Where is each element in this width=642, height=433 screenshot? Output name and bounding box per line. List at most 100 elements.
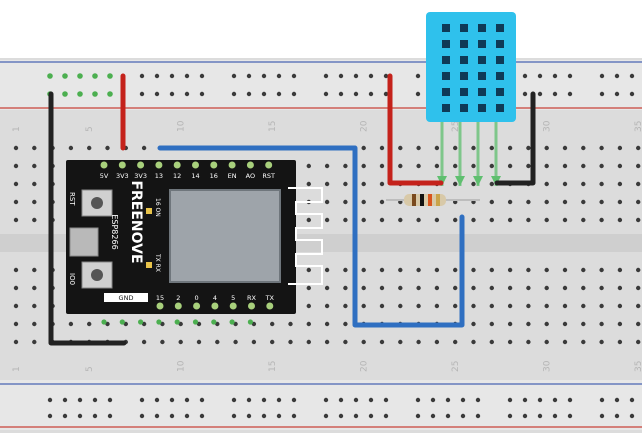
breadboard-hole (434, 163, 440, 169)
breadboard-hole (507, 163, 513, 169)
rst-button-cap[interactable] (91, 197, 103, 209)
module-row-hole (101, 319, 107, 325)
breadboard-hole (87, 145, 92, 151)
rail-hole (47, 397, 53, 403)
rail-hole (522, 413, 528, 419)
breadboard-hole (489, 267, 494, 273)
rail-hole (338, 413, 344, 419)
breadboard-hole (599, 321, 604, 327)
breadboard-hole (599, 303, 604, 309)
rail-hole (353, 397, 359, 403)
rail-hole (445, 397, 451, 403)
rail-hole (169, 91, 175, 97)
led-txrx-label: TX RX (154, 253, 161, 272)
column-number-top: 10 (177, 120, 187, 132)
breadboard-hole (105, 145, 110, 151)
breadboard-hole (434, 285, 440, 291)
breadboard-hole (471, 321, 476, 327)
usb-port (69, 227, 99, 257)
module-top-pin (118, 161, 126, 169)
breadboard-hole (160, 339, 165, 345)
rail-hole-active (107, 73, 113, 79)
breadboard-hole (562, 145, 568, 151)
power-rail-top (0, 60, 642, 110)
breadboard-hole (453, 163, 458, 169)
column-number-bottom: 25 (451, 361, 461, 372)
module-row-hole (138, 319, 144, 325)
breadboard-hole (599, 339, 604, 345)
breadboard-hole (507, 199, 513, 205)
rail-hole (169, 413, 175, 419)
breadboard-hole (32, 285, 37, 291)
breadboard-hole (32, 199, 37, 205)
breadboard-hole (343, 163, 348, 169)
breadboard-hole (526, 145, 531, 151)
rail-hole (552, 397, 558, 403)
rail-hole (415, 73, 421, 79)
module-top-pin-label: 3V3 (116, 172, 129, 180)
rail-hole (291, 91, 297, 97)
breadboard-hole (343, 285, 348, 291)
wires (48, 73, 536, 346)
rail-hole (599, 73, 605, 79)
module-top-pin-label: EN (228, 172, 237, 180)
gnd-label-box (104, 293, 148, 302)
io0-button-cap[interactable] (91, 269, 103, 281)
breadboard-hole (361, 339, 366, 345)
rail-hole (169, 397, 175, 403)
breadboard-hole (562, 217, 568, 223)
breadboard-hole (581, 145, 586, 151)
leg-tip-2 (455, 176, 465, 186)
module-top-pin-label: 14 (191, 172, 199, 180)
sensor-vent (496, 88, 504, 96)
rail-hole (383, 91, 389, 97)
module-top-pin-label: 16 (210, 172, 218, 180)
breadboard-hole (32, 303, 37, 309)
breadboard-hole (526, 285, 531, 291)
breadboard-hole (416, 163, 421, 169)
rail-hole (323, 91, 329, 97)
rail-hole (383, 73, 389, 79)
breadboard-hole (453, 303, 458, 309)
module-top-pin (265, 161, 273, 169)
rail-hole (460, 397, 466, 403)
breadboard-hole (398, 285, 403, 291)
rail-hole (62, 397, 68, 403)
breadboard-hole (324, 285, 330, 291)
module-row-hole (229, 319, 235, 325)
rst-button-label: RST (68, 192, 76, 206)
rail-hole (522, 91, 528, 97)
led-on (146, 208, 152, 214)
breadboard-hole (599, 181, 604, 187)
breadboard-hole (507, 303, 513, 309)
breadboard-hole (544, 181, 549, 187)
rail-hole (62, 413, 68, 419)
breadboard-hole (471, 339, 476, 345)
rail-hole (139, 91, 145, 97)
column-number-top: 1 (12, 126, 22, 132)
breadboard-hole (141, 339, 147, 345)
breadboard-hole (526, 303, 531, 309)
breadboard-hole (416, 145, 421, 151)
breadboard-hole (324, 199, 330, 205)
rail-hole (415, 397, 421, 403)
rail-hole (246, 91, 252, 97)
breadboard-hole (526, 217, 531, 223)
breadboard-hole (270, 321, 275, 327)
breadboard-hole (544, 285, 549, 291)
rail-hole (323, 73, 329, 79)
breadboard-hole (453, 285, 458, 291)
breadboard-hole (562, 321, 568, 327)
breadboard-hole (398, 163, 403, 169)
breadboard-hole (87, 321, 92, 327)
module-bottom-pin (156, 302, 164, 310)
module-top-pin (173, 161, 181, 169)
breadboard-hole (581, 303, 586, 309)
module-bottom-pin-label: 4 (213, 294, 217, 302)
breadboard-hole (562, 163, 568, 169)
breadboard-hole (544, 217, 549, 223)
rail-hole (184, 91, 190, 97)
rail-hole (338, 73, 344, 79)
rf-shield-can (169, 189, 281, 283)
rail-hole-active (92, 91, 98, 97)
